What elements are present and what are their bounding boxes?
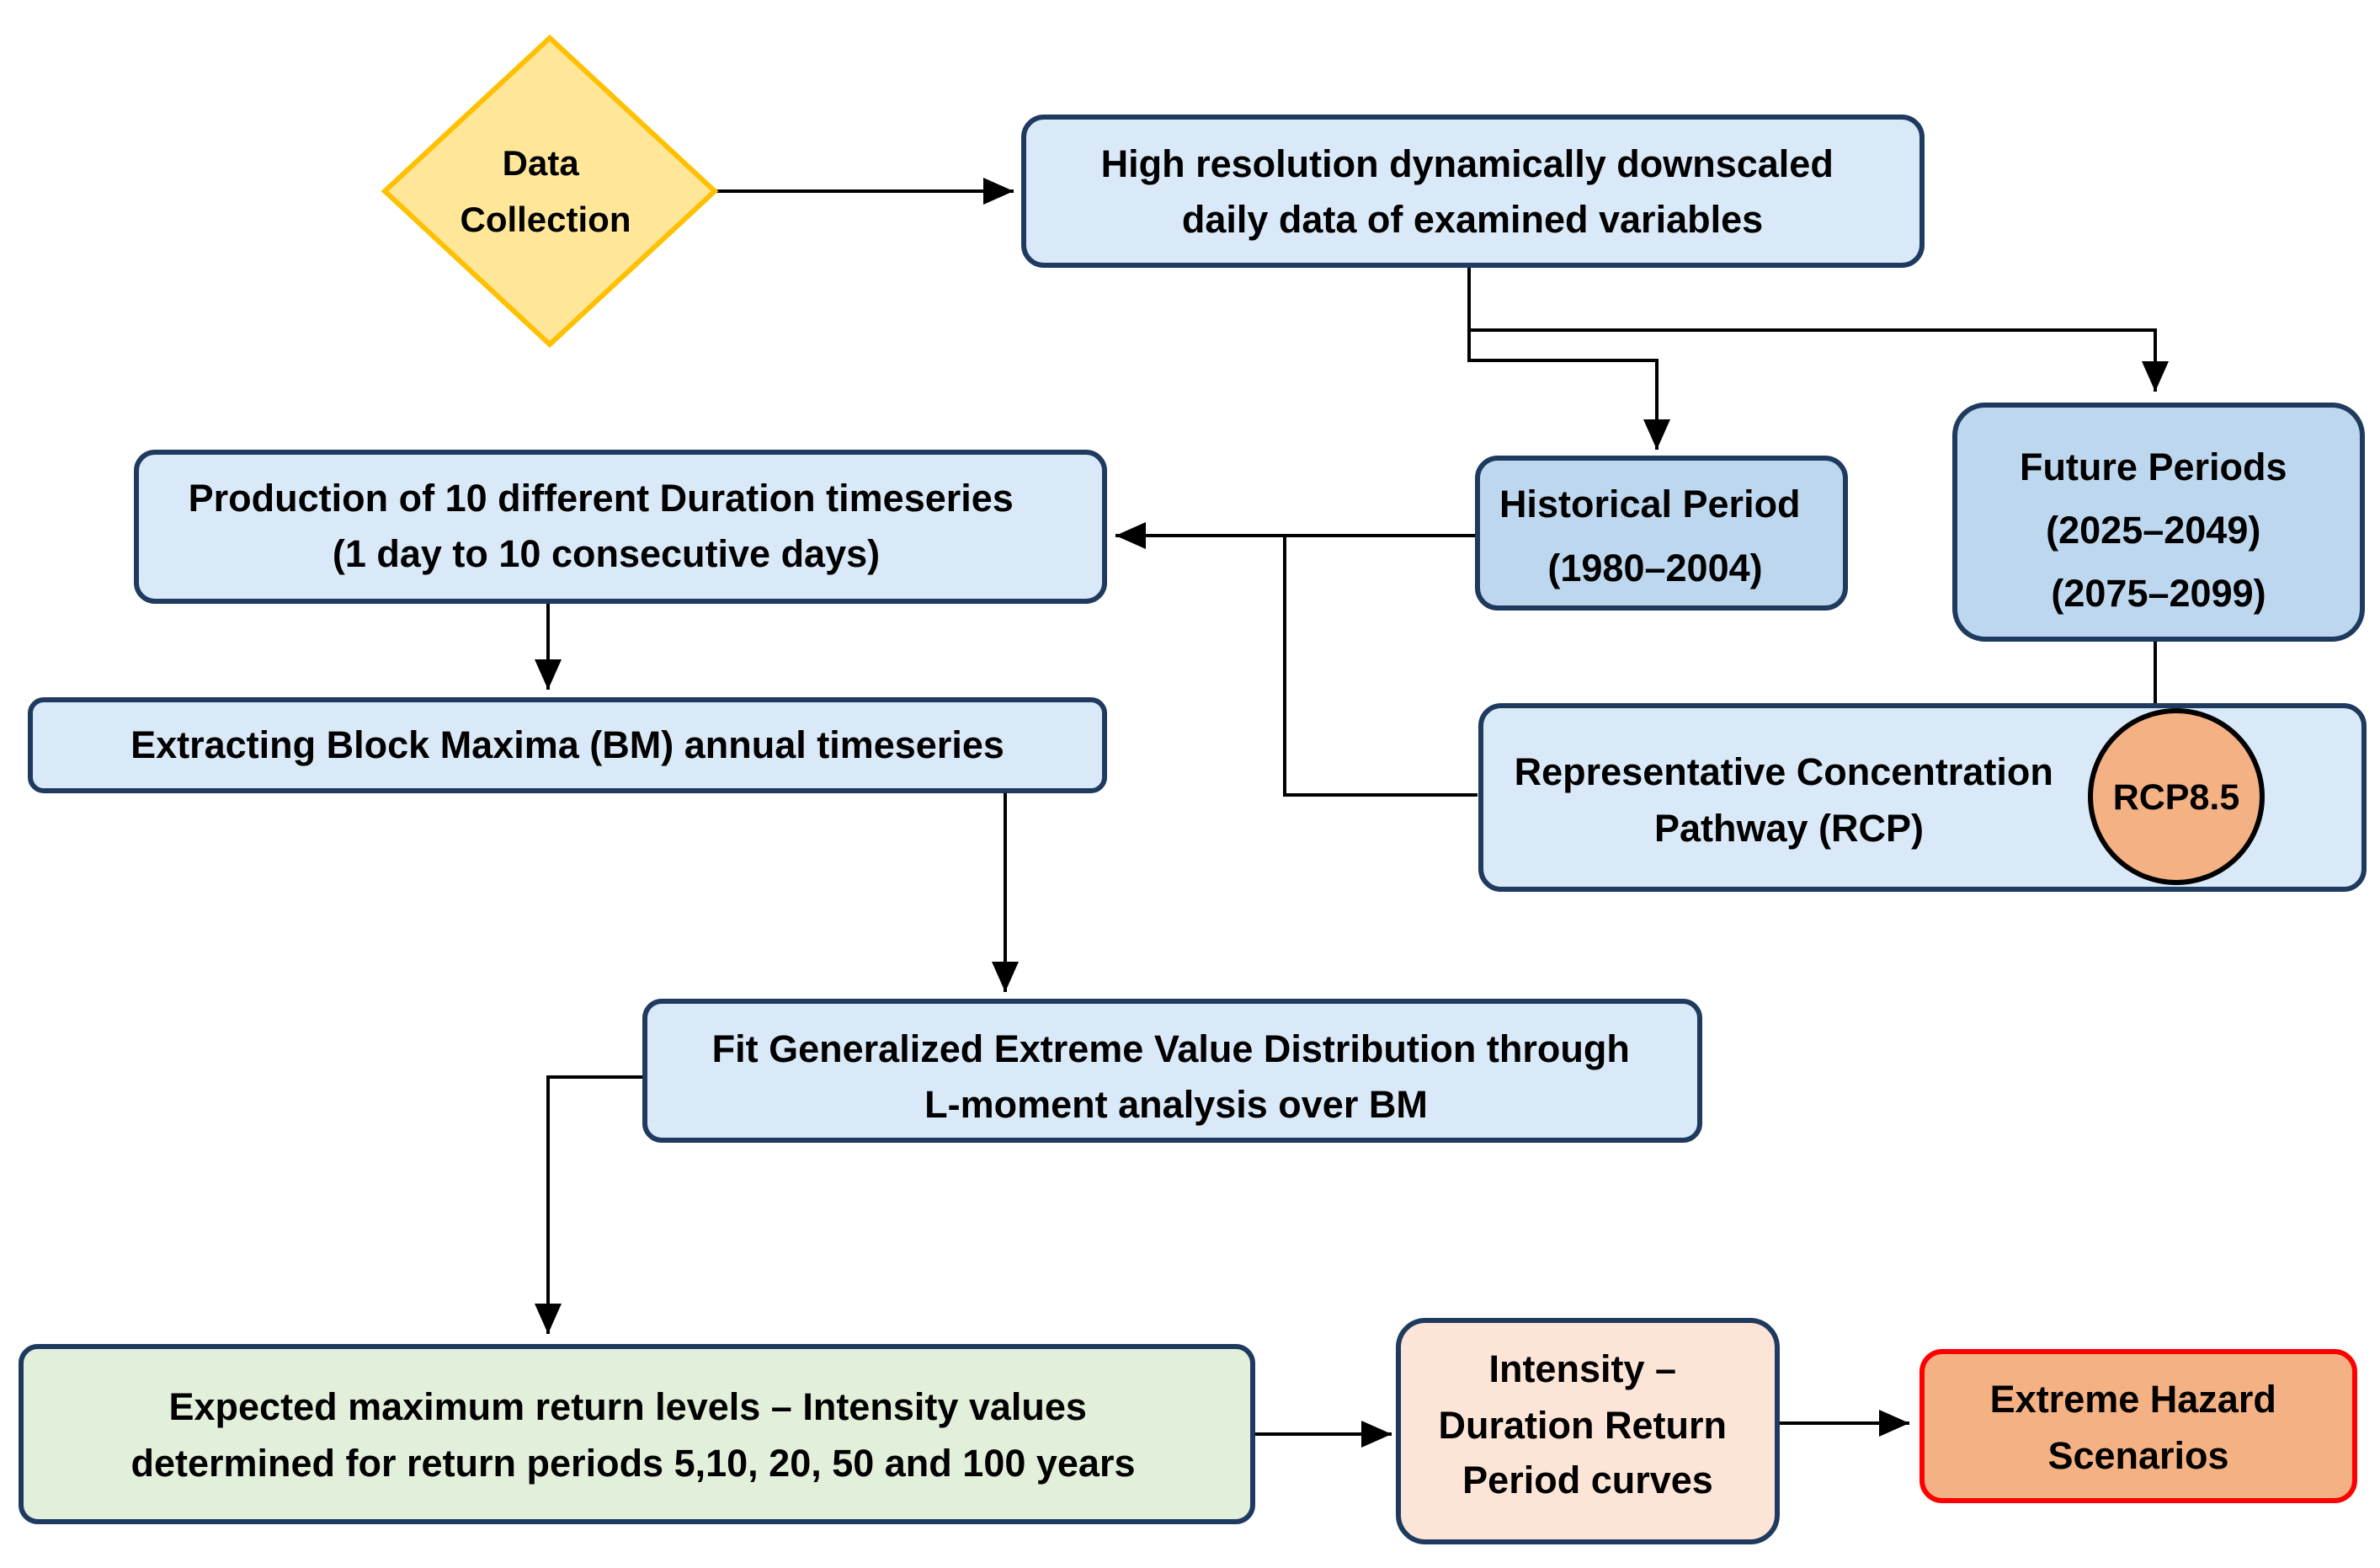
node-label-line: (2075–2099) [2051,572,2266,615]
node-label: High resolution dynamically downscaled d… [1101,142,1845,241]
node-label-line: Extreme Hazard [1990,1378,2276,1421]
node-label-line: Historical Period [1499,483,1801,525]
node-rcp85: RCP8.5 [2088,708,2265,885]
node-label-line: (2025–2049) [2046,509,2260,552]
node-label-line: daily data of examined variables [1182,198,1763,241]
node-shape [642,999,1702,1143]
edge-rcp-branch [1283,536,1478,797]
node-label: Intensity – Duration Return Period curve… [1438,1347,1737,1501]
node-label: Production of 10 different Duration time… [189,477,1025,575]
node-production: Production of 10 different Duration time… [134,450,1107,604]
node-label: Extracting Block Maxima (BM) annual time… [130,723,1004,766]
node-shape [134,450,1107,604]
node-historical-period: Historical Period (1980–2004) [1475,456,1848,611]
node-data-collection: Data Collection [381,34,719,349]
node-label: RCP8.5 [2113,777,2240,818]
node-label: Representative Concentration Pathway (RC… [1515,750,2064,850]
node-label-line: Collection [460,200,631,239]
node-shape [1475,456,1848,611]
edge-fitgev-expected [535,1075,643,1334]
node-label: Extreme Hazard Scenarios [1990,1378,2287,1477]
node-fit-gev: Fit Generalized Extreme Value Distributi… [642,999,1702,1143]
node-label: Future Periods (2025–2049) (2075–2099) [2020,445,2297,615]
edge-highres-historical [1467,267,1670,450]
node-label: Data Collection [460,143,631,239]
node-future-periods: Future Periods (2025–2049) (2075–2099) [1952,403,2365,642]
node-label-line: Pathway (RCP) [1654,807,1924,850]
edge-highres-future [1469,328,2169,392]
node-shape [1919,1349,2357,1503]
node-label: Fit Generalized Extreme Value Distributi… [712,1027,1641,1126]
node-extracting: Extracting Block Maxima (BM) annual time… [28,697,1107,793]
node-label-line: High resolution dynamically downscaled [1101,142,1834,185]
node-label-line: (1980–2004) [1547,547,1762,589]
node-label-line: RCP8.5 [2113,777,2240,818]
node-label-line: Intensity – [1488,1347,1676,1390]
node-label: Expected maximum return levels – Intensi… [130,1385,1135,1485]
node-shape [1021,115,1925,268]
node-label: Historical Period (1980–2004) [1499,483,1811,589]
node-shape [1952,403,2365,642]
node-expected-max: Expected maximum return levels – Intensi… [19,1344,1255,1524]
node-shape [19,1344,1255,1524]
node-label-line: L-moment analysis over BM [924,1083,1428,1126]
node-shape [2088,708,2265,885]
node-high-resolution: High resolution dynamically downscaled d… [1021,115,1925,268]
node-shape [381,34,719,349]
node-label-line: (1 day to 10 consecutive days) [333,532,880,575]
node-label-line: Future Periods [2020,445,2287,488]
node-label-line: Expected maximum return levels – Intensi… [169,1385,1087,1428]
node-shape [1396,1318,1780,1544]
connectors [535,178,2169,1448]
node-label-line: Representative Concentration [1515,750,2053,793]
node-label-line: Extracting Block Maxima (BM) annual time… [130,723,1004,766]
node-label-line: Period curves [1462,1459,1713,1501]
node-label-line: Fit Generalized Extreme Value Distributi… [712,1027,1630,1070]
node-label-line: Production of 10 different Duration time… [189,477,1014,520]
node-label-line: Data [503,143,580,183]
node-label-line: Scenarios [2047,1434,2228,1477]
node-label-line: determined for return periods 5,10, 20, … [130,1442,1135,1485]
node-label-line: Duration Return [1438,1404,1727,1447]
node-extreme-hazard: Extreme Hazard Scenarios [1919,1349,2357,1503]
node-shape [28,697,1107,793]
node-idf-curves: Intensity – Duration Return Period curve… [1396,1318,1780,1544]
